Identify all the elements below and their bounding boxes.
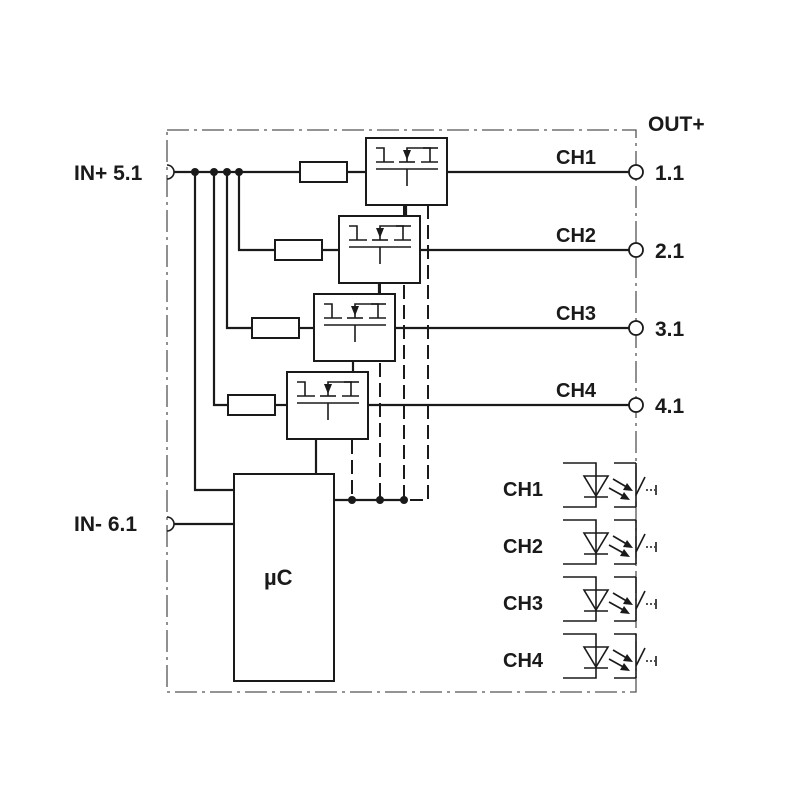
junction-dot	[400, 496, 408, 504]
output-terminal-ch4	[628, 397, 644, 413]
mosfet-switch-icon	[324, 303, 386, 342]
terminal-number-ch4: 4.1	[655, 395, 685, 418]
channel-label-ch2: CH2	[556, 225, 596, 247]
junction-dot	[376, 496, 384, 504]
microcontroller-label: µC	[264, 565, 293, 590]
led-optocoupler-icon	[563, 576, 657, 622]
channel-label-ch1: CH1	[556, 147, 596, 169]
fuse-icon	[299, 161, 348, 183]
junction-dot	[348, 496, 356, 504]
fuse-ch2	[274, 239, 339, 261]
mosfet-switch-icon	[349, 225, 411, 264]
in-plus-terminal	[166, 164, 175, 180]
switch-ch4	[286, 371, 369, 440]
fuse-icon	[274, 239, 323, 261]
output-terminal-ch2	[628, 242, 644, 258]
led-optocoupler-icon	[563, 519, 657, 565]
ch4-feed-wire	[212, 172, 228, 407]
out-plus-header: OUT+	[648, 113, 705, 136]
mosfet-switch-icon	[297, 381, 359, 420]
indicator-label-ch3: CH3	[503, 593, 543, 615]
status-indicator-ch3	[563, 576, 657, 622]
switch-ch3	[313, 293, 396, 362]
terminal-number-ch1: 1.1	[655, 162, 685, 185]
microcontroller-block	[233, 473, 335, 682]
in-minus-label: IN- 6.1	[74, 513, 137, 536]
ch3-feed-wire	[225, 172, 252, 330]
fuse-icon	[227, 394, 276, 416]
status-indicator-ch2	[563, 519, 657, 565]
control-line-ch1	[410, 205, 429, 501]
indicator-label-ch1: CH1	[503, 479, 543, 501]
uc-supply-wire	[193, 172, 234, 492]
output-terminal-ch3	[628, 320, 644, 336]
indicator-label-ch4: CH4	[503, 650, 544, 672]
channel-label-ch4: CH4	[556, 380, 597, 402]
status-indicator-ch4	[563, 633, 657, 679]
terminal-number-ch3: 3.1	[655, 318, 685, 341]
mosfet-switch-icon	[376, 147, 438, 186]
output-terminal-ch1	[628, 164, 644, 180]
fuse-icon	[251, 317, 300, 339]
fuse-ch3	[251, 317, 314, 339]
fuse-ch1	[299, 161, 366, 183]
switch-ch2	[338, 215, 421, 284]
led-optocoupler-icon	[563, 462, 657, 508]
ch2-feed-wire	[237, 172, 275, 252]
fuse-ch4	[227, 394, 287, 416]
channel-label-ch3: CH3	[556, 303, 596, 325]
terminal-number-ch2: 2.1	[655, 240, 685, 263]
in-plus-label: IN+ 5.1	[74, 162, 143, 185]
switch-ch1	[365, 137, 448, 206]
status-indicator-ch1	[563, 462, 657, 508]
led-optocoupler-icon	[563, 633, 657, 679]
indicator-label-ch2: CH2	[503, 536, 543, 558]
in-minus-terminal	[166, 516, 175, 532]
